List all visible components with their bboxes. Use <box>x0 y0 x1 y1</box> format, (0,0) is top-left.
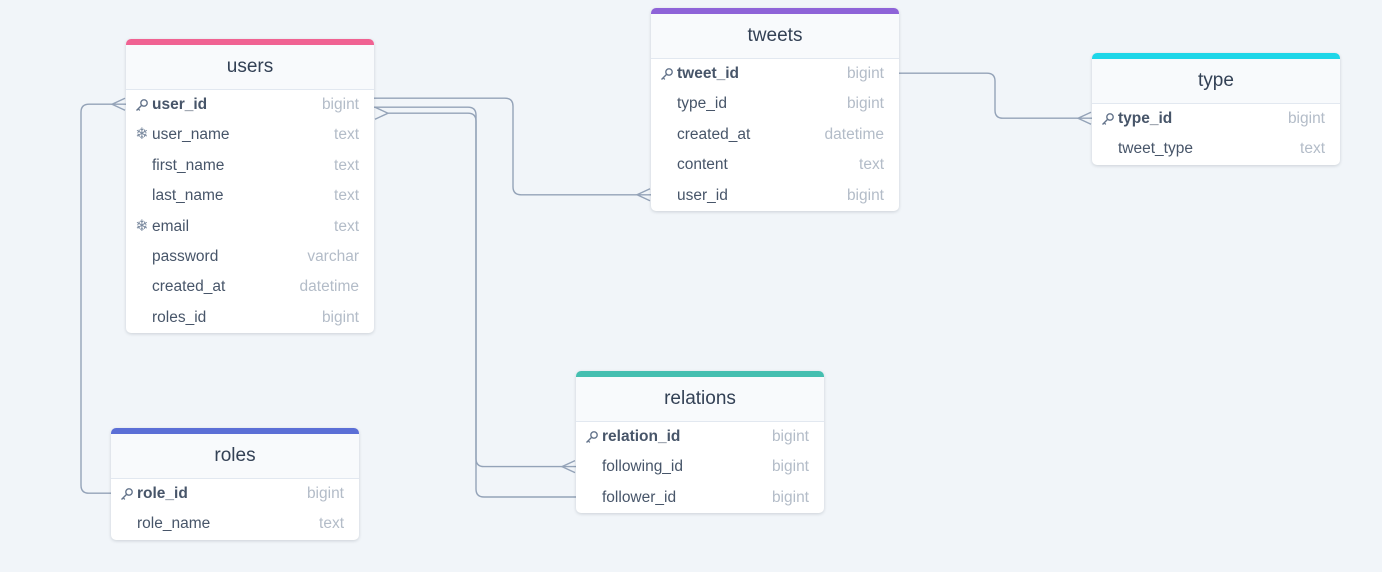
table-title[interactable]: tweets <box>651 14 899 59</box>
field-type: text <box>334 217 359 235</box>
field-name: first_name <box>152 156 225 174</box>
field-name: role_id <box>137 485 188 502</box>
field-type: datetime <box>299 278 359 296</box>
table-color-bar <box>576 371 824 377</box>
field-name: following_id <box>602 458 683 476</box>
field-type: bigint <box>321 308 359 326</box>
key-icon <box>1100 104 1116 134</box>
crows-foot-many <box>635 188 651 202</box>
field-row-type_id[interactable]: type_id bigint <box>651 89 899 119</box>
crows-foot-many <box>374 106 390 120</box>
field-type: bigint <box>846 65 884 82</box>
field-row-first_name[interactable]: first_name text <box>126 151 374 181</box>
table-roles[interactable]: roles role_id bigint role_name text <box>111 428 359 540</box>
field-name: role_name <box>137 515 211 533</box>
field-type: datetime <box>824 125 884 143</box>
field-name: content <box>677 156 728 174</box>
key-icon <box>119 479 135 509</box>
field-type: bigint <box>306 485 344 502</box>
field-row-created_at[interactable]: created_at datetime <box>126 272 374 302</box>
crows-foot-many <box>1076 111 1092 125</box>
field-name: roles_id <box>152 308 207 326</box>
field-name: user_id <box>152 96 208 113</box>
field-row-user_name[interactable]: ❄user_name text <box>126 120 374 150</box>
field-type: bigint <box>1287 110 1325 127</box>
field-type: text <box>334 156 359 174</box>
unique-snowflake-icon: ❄ <box>135 126 149 144</box>
link-users-tweets[interactable] <box>374 97 651 196</box>
field-row-role_id[interactable]: role_id bigint <box>111 479 359 509</box>
field-row-relation_id[interactable]: relation_id bigint <box>576 422 824 452</box>
field-type: bigint <box>771 428 809 445</box>
field-row-following_id[interactable]: following_id bigint <box>576 452 824 482</box>
key-icon <box>134 90 150 120</box>
field-type: bigint <box>321 96 359 113</box>
crows-foot-many <box>560 459 576 474</box>
field-row-created_at[interactable]: created_at datetime <box>651 120 899 150</box>
field-name: user_id <box>677 186 728 204</box>
table-title[interactable]: type <box>1092 59 1340 104</box>
field-name: created_at <box>152 278 226 296</box>
field-name: follower_id <box>602 488 677 506</box>
field-type: varchar <box>307 247 359 265</box>
field-type: bigint <box>846 186 884 204</box>
table-color-bar <box>1092 53 1340 59</box>
field-type: bigint <box>771 488 809 506</box>
key-icon <box>659 59 675 89</box>
field-row-content[interactable]: content text <box>651 150 899 180</box>
field-type: text <box>319 515 344 533</box>
field-row-tweet_type[interactable]: tweet_type text <box>1092 134 1340 164</box>
field-row-tweet_id[interactable]: tweet_id bigint <box>651 59 899 89</box>
table-color-bar <box>126 39 374 45</box>
field-row-email[interactable]: ❄email text <box>126 212 374 242</box>
table-title[interactable]: roles <box>111 434 359 479</box>
field-name: tweet_id <box>677 65 740 82</box>
table-title[interactable]: relations <box>576 377 824 422</box>
field-name: user_name <box>152 126 230 144</box>
field-row-user_id[interactable]: user_id bigint <box>126 90 374 120</box>
field-row-user_id[interactable]: user_id bigint <box>651 181 899 211</box>
key-icon <box>584 422 600 452</box>
unique-snowflake-icon: ❄ <box>135 217 149 235</box>
table-title[interactable]: users <box>126 45 374 90</box>
field-type: text <box>859 156 884 174</box>
field-row-follower_id[interactable]: follower_id bigint <box>576 483 824 513</box>
field-row-last_name[interactable]: last_name text <box>126 181 374 211</box>
field-row-password[interactable]: password varchar <box>126 242 374 272</box>
crows-foot-many <box>110 97 126 111</box>
field-name: created_at <box>677 125 751 143</box>
field-name: tweet_type <box>1118 140 1193 158</box>
link-roles-users[interactable] <box>80 103 126 494</box>
field-name: email <box>152 217 190 235</box>
link-tweets-type[interactable] <box>899 72 1092 119</box>
field-type: text <box>334 126 359 144</box>
field-type: bigint <box>771 458 809 476</box>
table-color-bar <box>111 428 359 434</box>
field-name: type_id <box>677 95 727 113</box>
field-name: password <box>152 247 219 265</box>
field-type: text <box>1300 140 1325 158</box>
link-users-following[interactable] <box>374 106 576 468</box>
field-type: text <box>334 187 359 205</box>
field-row-roles_id[interactable]: roles_id bigint <box>126 303 374 333</box>
field-name: last_name <box>152 187 224 205</box>
field-type: bigint <box>846 95 884 113</box>
field-row-type_id[interactable]: type_id bigint <box>1092 104 1340 134</box>
link-users-follower[interactable] <box>388 112 576 498</box>
field-row-role_name[interactable]: role_name text <box>111 509 359 539</box>
field-name: relation_id <box>602 428 681 445</box>
table-type[interactable]: type type_id bigint tweet_type text <box>1092 53 1340 165</box>
field-name: type_id <box>1118 110 1173 127</box>
table-color-bar <box>651 8 899 14</box>
